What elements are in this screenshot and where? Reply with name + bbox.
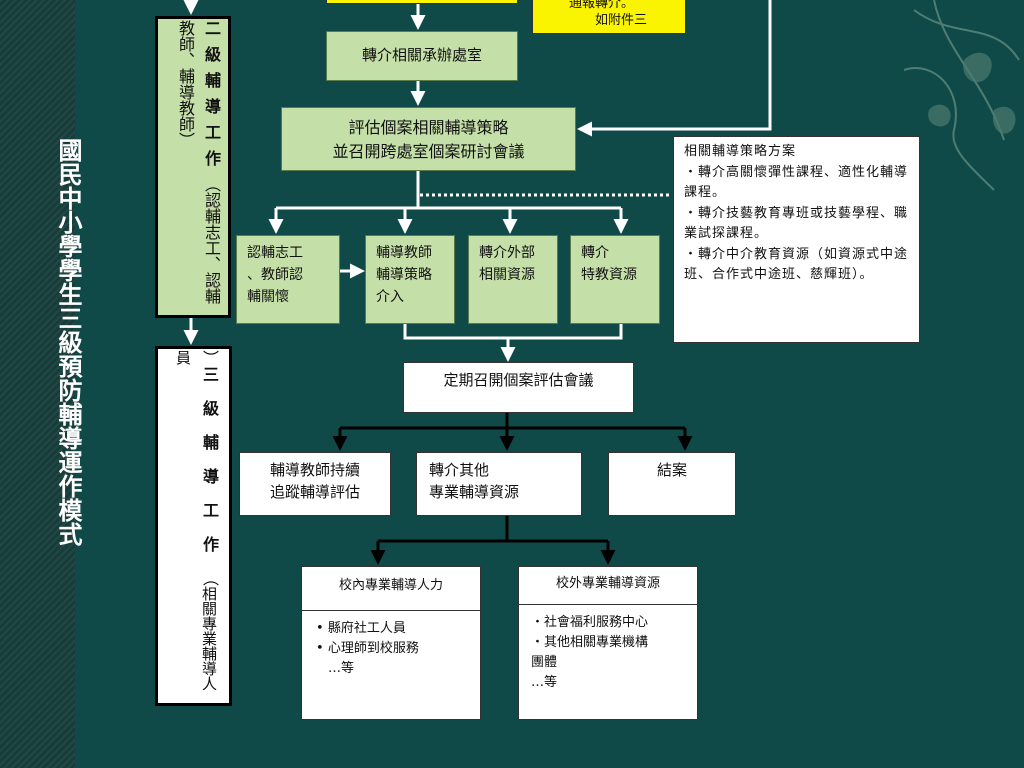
external-title: 校外專業輔導資源 <box>519 567 697 605</box>
strategy-plan-box: 相關輔導策略方案 ・轉介高關懷彈性課程、適性化輔導課程。 ・轉介技藝教育專班或技… <box>673 136 920 343</box>
external-item: ・社會福利服務中心 <box>531 615 649 630</box>
decorative-swirl-icon <box>903 0 1020 191</box>
strategy-plan-item: ・轉介中介教育資源（如資源式中途班、合作式中途班、慈輝班）。 <box>684 246 909 283</box>
close-case-box: 結案 <box>608 452 736 516</box>
top-yellow-line2: 如附件三 <box>595 13 648 28</box>
top-yellow-line1: 通報轉介。 <box>569 0 635 11</box>
refer-pro-line2: 專業輔導資源 <box>429 483 520 501</box>
strategy-plan-item: ・轉介技藝教育專班或技藝學程、職業試探課程。 <box>684 205 909 242</box>
internal-title: 校內專業輔導人力 <box>302 567 480 611</box>
refer-professional-box: 轉介其他 專業輔導資源 <box>416 452 582 516</box>
review-meeting-box: 定期召開個案評估會議 <box>403 362 634 413</box>
external-item-cont: 團體 <box>531 655 558 670</box>
internal-etc: …等 <box>328 661 355 676</box>
internal-item-text: 縣府社工人員 <box>327 621 406 636</box>
followup-box: 輔導教師持續 追蹤輔導評估 <box>239 452 391 516</box>
arrow-from-right <box>577 0 772 137</box>
tertiary-note: 相關專業輔導人員 <box>174 350 218 691</box>
assess-strategy-box: 評估個案相關輔導策略 並召開跨處室個案研討會議 <box>281 107 576 171</box>
assess-line1: 評估個案相關輔導策略 <box>348 118 509 137</box>
tertiary-heading: 三級輔導工作 <box>200 366 219 570</box>
internal-item: • 縣府社工人員 <box>316 621 406 636</box>
tertiary-counseling-text: ）三級輔導工作（相關專業輔導人員 <box>164 350 222 702</box>
secondary-counseling-text: 二級輔導工作（認輔志工、認輔教師、輔導教師） <box>162 20 224 316</box>
secondary-paren-open: （ <box>202 176 221 192</box>
strategy-box-counselor: 輔導教師 輔導策略 介入 <box>365 235 455 324</box>
page-title: 國民中小學學生三級預防輔導運作模式 <box>54 138 83 546</box>
strategy-line: 介入 <box>376 289 404 305</box>
external-etc: …等 <box>531 675 558 690</box>
strategy-line: 、教師認 <box>247 267 303 283</box>
strategy-box-volunteer: 認輔志工 、教師認 輔關懷 <box>236 235 340 324</box>
followup-line1: 輔導教師持續 <box>269 461 360 479</box>
top-yellow-box: 通報轉介。 如附件三 <box>532 0 686 34</box>
strategy-plan-title: 相關輔導策略方案 <box>684 144 797 159</box>
review-meeting-label: 定期召開個案評估會議 <box>443 371 594 389</box>
top-center-yellow-strip <box>326 0 518 4</box>
followup-line2: 追蹤輔導評估 <box>269 483 360 501</box>
sidebar-strip <box>0 0 75 768</box>
refer-pro-line1: 轉介其他 <box>429 461 490 479</box>
secondary-counseling-column <box>155 16 231 318</box>
assess-line2: 並召開跨處室個案研討會議 <box>332 142 525 161</box>
internal-item: • 心理師到校服務 <box>316 641 419 656</box>
tertiary-paren-open: （ <box>200 570 219 586</box>
external-item: ・其他相關專業機構 <box>531 635 649 650</box>
secondary-paren-close: ） <box>176 132 195 148</box>
strategy-box-external: 轉介外部 相關資源 <box>468 235 558 324</box>
referral-office-label: 轉介相關承辦處室 <box>361 46 482 64</box>
strategy-line: 輔導教師 <box>376 245 432 261</box>
referral-office-box: 轉介相關承辦處室 <box>326 31 518 81</box>
internal-resources-box: 校內專業輔導人力 • 縣府社工人員 • 心理師到校服務 …等 <box>301 566 481 720</box>
secondary-heading: 二級輔導工作 <box>202 20 221 176</box>
strategy-line: 轉介外部 <box>479 245 535 261</box>
tertiary-counseling-column <box>155 346 232 706</box>
strategy-line: 轉介 <box>581 245 609 261</box>
strategy-line: 相關資源 <box>479 267 535 283</box>
strategy-line: 特教資源 <box>581 267 637 283</box>
internal-item-text: 心理師到校服務 <box>327 641 419 656</box>
close-case-label: 結案 <box>656 461 687 479</box>
strategy-line: 認輔志工 <box>247 245 303 261</box>
strategy-line: 輔導策略 <box>376 267 432 283</box>
external-resources-box: 校外專業輔導資源 ・社會福利服務中心 ・其他相關專業機構 團體 …等 <box>518 566 698 720</box>
secondary-note: 認輔志工、認輔教師、輔導教師 <box>176 20 221 304</box>
strategy-plan-item: ・轉介高關懷彈性課程、適性化輔導課程。 <box>684 164 909 201</box>
tertiary-paren-close-top: ） <box>200 350 219 366</box>
strategy-box-special-ed: 轉介 特教資源 <box>570 235 660 324</box>
strategy-line: 輔關懷 <box>247 289 289 305</box>
